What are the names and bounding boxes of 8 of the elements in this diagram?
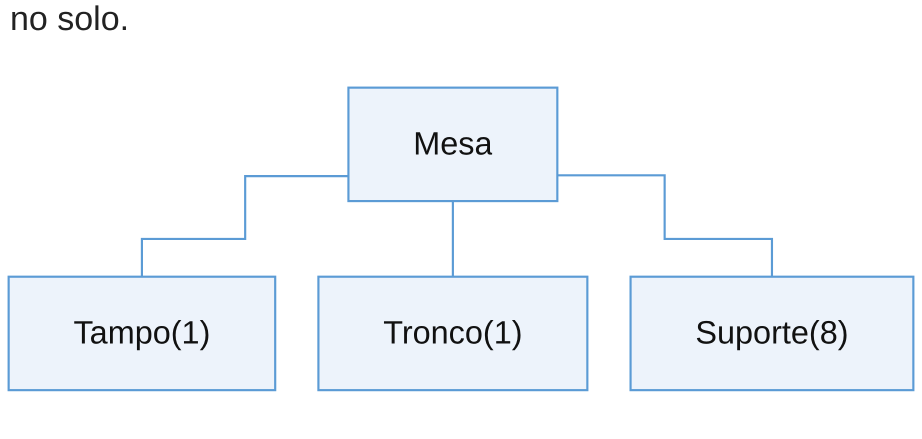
node-box: Tronco(1) bbox=[317, 276, 588, 392]
node-box: Tampo(1) bbox=[8, 276, 276, 392]
connector-line bbox=[557, 174, 774, 278]
text-fragment: no solo. bbox=[10, 0, 130, 39]
node-box: Suporte(8) bbox=[629, 276, 914, 392]
connector-line bbox=[452, 200, 454, 278]
node-box: Mesa bbox=[347, 86, 558, 202]
connector-line bbox=[140, 175, 348, 278]
